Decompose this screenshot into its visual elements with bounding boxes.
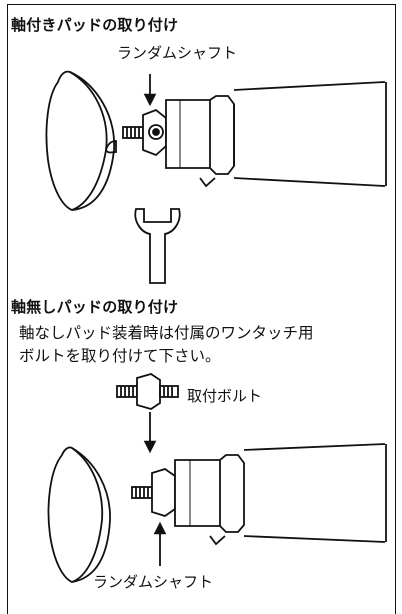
section2-shaft-label: ランダムシャフト bbox=[93, 573, 214, 591]
pad-disc-icon bbox=[45, 70, 117, 211]
section2-instruction-line2: ボルトを取り付けて下さい。 bbox=[19, 347, 221, 365]
illustrations bbox=[45, 70, 387, 583]
section1-shaft-label: ランダムシャフト bbox=[117, 44, 238, 62]
section2-bolt-label: 取付ボルト bbox=[187, 387, 263, 405]
section1-heading: 軸付きパッドの取り付け bbox=[11, 16, 179, 34]
wrench-icon bbox=[134, 208, 181, 284]
pad-disc-icon bbox=[47, 446, 111, 583]
manual-frame bbox=[7, 4, 396, 614]
mounting-bolt-icon bbox=[116, 373, 179, 410]
figure1-pad-with-shaft bbox=[45, 70, 387, 284]
threaded-stud-icon bbox=[122, 126, 144, 139]
random-shaft-icon bbox=[151, 443, 387, 546]
threaded-stud-icon bbox=[131, 486, 153, 499]
section2-heading: 軸無しパッドの取り付け bbox=[11, 298, 179, 316]
figure2-pad-without-shaft bbox=[47, 373, 387, 583]
section2-instruction-line1: 軸なしパッド装着時は付属のワンタッチ用 bbox=[19, 324, 314, 342]
random-shaft-icon bbox=[142, 81, 387, 188]
